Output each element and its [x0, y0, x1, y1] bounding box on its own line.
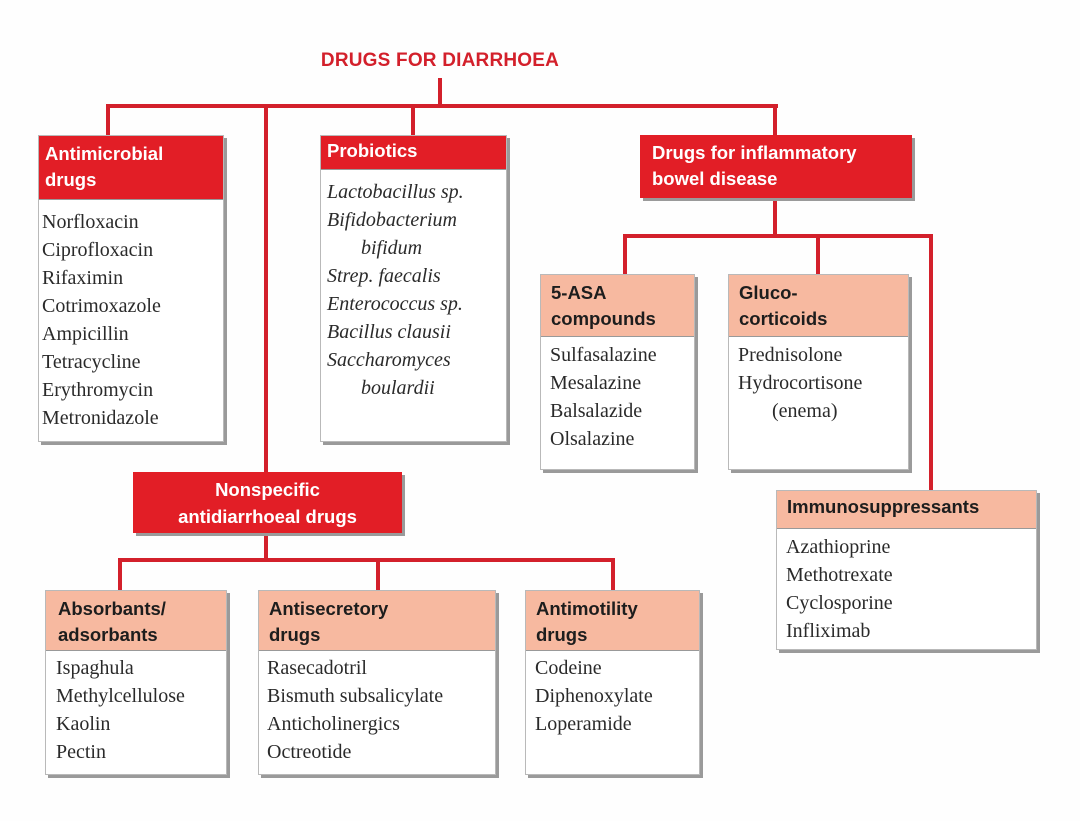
drug-item: Balsalazide — [550, 400, 643, 422]
connector — [623, 234, 933, 238]
drug-item: Rasecadotril — [267, 657, 367, 679]
ibd-box: Drugs for inflammatory bowel disease — [640, 135, 912, 198]
drug-item: Lactobacillus sp. — [327, 181, 464, 203]
connector — [264, 533, 268, 562]
connector — [411, 104, 415, 136]
drug-item: Strep. faecalis — [327, 265, 441, 287]
connector — [773, 198, 777, 236]
drug-item: Bifidobacterium — [327, 209, 457, 231]
connector — [438, 78, 442, 108]
connector — [623, 234, 627, 275]
box-header: 5-ASA compounds — [541, 275, 694, 337]
drug-item: Cyclosporine — [786, 592, 893, 614]
box-header: Antimicrobial drugs — [39, 136, 223, 200]
connector — [611, 558, 615, 591]
drug-item: Ciprofloxacin — [42, 239, 154, 261]
drug-item: Loperamide — [535, 713, 632, 735]
drug-item: Sulfasalazine — [550, 344, 657, 366]
drug-item: boulardii — [361, 377, 435, 399]
nonspecific-box: Nonspecific antidiarrhoeal drugs — [133, 472, 402, 533]
connector — [264, 104, 268, 474]
drug-item: Azathioprine — [786, 536, 891, 558]
drug-item: Rifaximin — [42, 267, 124, 289]
drug-item: Diphenoxylate — [535, 685, 653, 707]
drug-item: Anticholinergics — [267, 713, 400, 735]
drug-item: Ampicillin — [42, 323, 129, 345]
connector — [816, 234, 820, 275]
drug-item: Pectin — [56, 741, 106, 763]
drug-item: Enterococcus sp. — [327, 293, 463, 315]
diagram-title: DRUGS FOR DIARRHOEA — [320, 50, 560, 71]
box-header: Antimotility drugs — [526, 591, 699, 651]
drug-item: Hydrocortisone — [738, 372, 863, 394]
drug-item: Olsalazine — [550, 428, 635, 450]
drug-item: Saccharomyces — [327, 349, 451, 371]
box-header: Drugs for inflammatory bowel disease — [640, 135, 912, 198]
box-header: Gluco- corticoids — [729, 275, 908, 337]
drug-item: Bacillus clausii — [327, 321, 451, 343]
box-header: Probiotics — [321, 136, 506, 170]
box-header: Absorbants/ adsorbants — [46, 591, 226, 651]
drug-item: Tetracycline — [42, 351, 141, 373]
drug-item: Bismuth subsalicylate — [267, 685, 444, 707]
drug-item: Kaolin — [56, 713, 111, 735]
connector — [118, 558, 615, 562]
drug-item: Cotrimoxazole — [42, 295, 161, 317]
drug-item: Octreotide — [267, 741, 352, 763]
drug-item: Prednisolone — [738, 344, 843, 366]
drug-item: Erythromycin — [42, 379, 154, 401]
drug-item: Mesalazine — [550, 372, 642, 394]
drug-item: Ispaghula — [56, 657, 134, 679]
drug-item: Methylcellulose — [56, 685, 185, 707]
drug-item: Infliximab — [786, 620, 871, 642]
connector — [929, 234, 933, 491]
connector — [118, 558, 122, 591]
connector — [376, 558, 380, 591]
probiotics-box: Probiotics Lactobacillus sp. Bifidobacter… — [320, 135, 507, 442]
drug-item: Norfloxacin — [42, 211, 139, 233]
connector — [773, 104, 777, 136]
connector — [106, 104, 778, 108]
box-header: Antisecretory drugs — [259, 591, 495, 651]
drug-item: Methotrexate — [786, 564, 893, 586]
drug-item: Codeine — [535, 657, 602, 679]
connector — [106, 104, 110, 136]
drug-item: Metronidazole — [42, 407, 159, 429]
drug-item: (enema) — [772, 400, 838, 422]
drug-item: bifidum — [361, 237, 423, 259]
box-header: Immunosuppressants — [777, 491, 1036, 529]
